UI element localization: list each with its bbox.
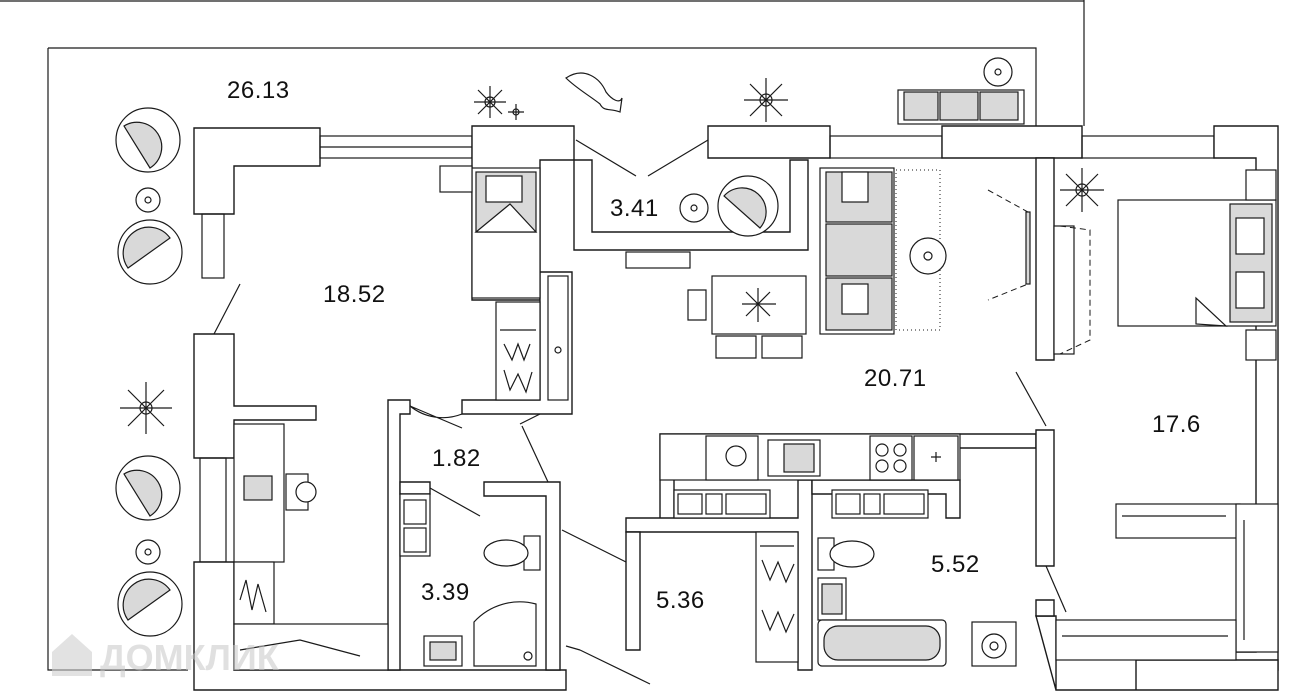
room-area-hall: 5.36 — [656, 587, 705, 614]
door-living — [1015, 371, 1047, 427]
door-entrance — [565, 645, 651, 685]
dining-chair — [687, 289, 707, 321]
wall-block-top-3 — [941, 125, 1083, 159]
balcony-table-1 — [135, 187, 161, 213]
bedroom-wardrobe — [1055, 503, 1279, 661]
plant-icon — [120, 382, 172, 434]
balcony-chair-3 — [115, 455, 181, 521]
partition-bedroom-top — [1035, 157, 1055, 361]
plant-icon — [744, 78, 788, 122]
loggia-window — [625, 251, 691, 269]
exterior-wall-left — [193, 127, 321, 215]
wardrobe-room1-bottom — [233, 561, 389, 671]
partition-hall-bottom — [625, 531, 641, 651]
door-bedroom — [1045, 565, 1067, 613]
balcony-chair-4 — [117, 571, 183, 637]
room-area-room-1: 18.52 — [323, 281, 386, 308]
dining-chair — [715, 335, 757, 359]
hall-wardrobe — [755, 531, 799, 663]
partition-bedroom-bottom — [1035, 599, 1055, 617]
room-area-bathroom-2: 5.52 — [931, 551, 980, 578]
window-top-2 — [829, 135, 943, 159]
balcony-outline — [47, 48, 188, 671]
bed-single — [471, 167, 541, 299]
coffee-table — [909, 237, 947, 275]
balcony-lamp — [983, 57, 1013, 87]
bed-double — [1117, 199, 1277, 327]
watermark-logo-icon — [52, 634, 92, 676]
partition-hall — [625, 479, 813, 671]
door-balcony-left — [213, 283, 241, 335]
window-top-3 — [1081, 135, 1215, 159]
desk — [233, 423, 317, 563]
room-area-room-2: 17.6 — [1152, 411, 1201, 438]
door-bath1 — [429, 487, 481, 517]
nightstand — [439, 165, 473, 193]
dining-table — [711, 275, 807, 335]
room-area-loggia-small: 3.41 — [610, 195, 659, 222]
decor-fish-icon — [565, 72, 623, 113]
shelf-room1 — [547, 275, 569, 401]
tv — [987, 189, 1029, 301]
door-hall — [561, 529, 627, 563]
room-area-living-kitchen: 20.71 — [864, 365, 927, 392]
room-area-corridor: 1.82 — [432, 445, 481, 472]
kitchen-upper-cabinets — [673, 489, 929, 519]
sink-icon — [423, 635, 463, 667]
balcony-chair-1 — [115, 107, 181, 173]
tv-screen — [1025, 211, 1031, 285]
washing-machine-icon — [971, 621, 1017, 667]
balcony-table-2 — [135, 539, 161, 565]
loggia-small-wall — [573, 159, 809, 251]
shower-icon — [473, 601, 537, 667]
toilet-icon — [483, 535, 541, 571]
nightstand — [1245, 329, 1277, 361]
loggia-chair — [717, 175, 779, 237]
balcony-sofa — [897, 89, 1025, 125]
nightstand — [1245, 169, 1277, 201]
kitchen-counter — [659, 433, 961, 481]
window-left-bottom — [199, 457, 227, 563]
room-area-bathroom-1: 3.39 — [421, 579, 470, 606]
tv-stand — [1053, 225, 1075, 355]
partition-bedroom-left — [1035, 429, 1055, 567]
toilet-icon — [817, 537, 875, 571]
balcony-outline-top — [48, 47, 1037, 126]
loggia-table — [679, 193, 709, 223]
loggia-door — [575, 139, 709, 177]
wall-block-top-2 — [707, 125, 831, 159]
bath1-cabinet — [399, 493, 431, 557]
tv-view — [1059, 225, 1091, 355]
watermark-text: ДОМКЛИК — [100, 637, 280, 678]
wardrobe-room1 — [495, 301, 541, 401]
dining-chair — [761, 335, 803, 359]
plant-icon — [1060, 168, 1104, 212]
room-area-balcony: 26.13 — [227, 77, 290, 104]
balcony-chair-2 — [117, 219, 183, 285]
partition-bath1-right — [483, 481, 561, 671]
living-sofa — [819, 167, 895, 335]
window-left-top — [201, 213, 225, 279]
lamp — [554, 346, 562, 354]
door-room1 — [409, 405, 463, 429]
partition-bath1-top — [399, 481, 431, 495]
plant-icon — [474, 86, 506, 118]
sink-icon — [817, 577, 847, 621]
plant-icon — [508, 104, 524, 120]
door-corridor — [519, 413, 549, 483]
bathtub-icon — [817, 619, 947, 667]
